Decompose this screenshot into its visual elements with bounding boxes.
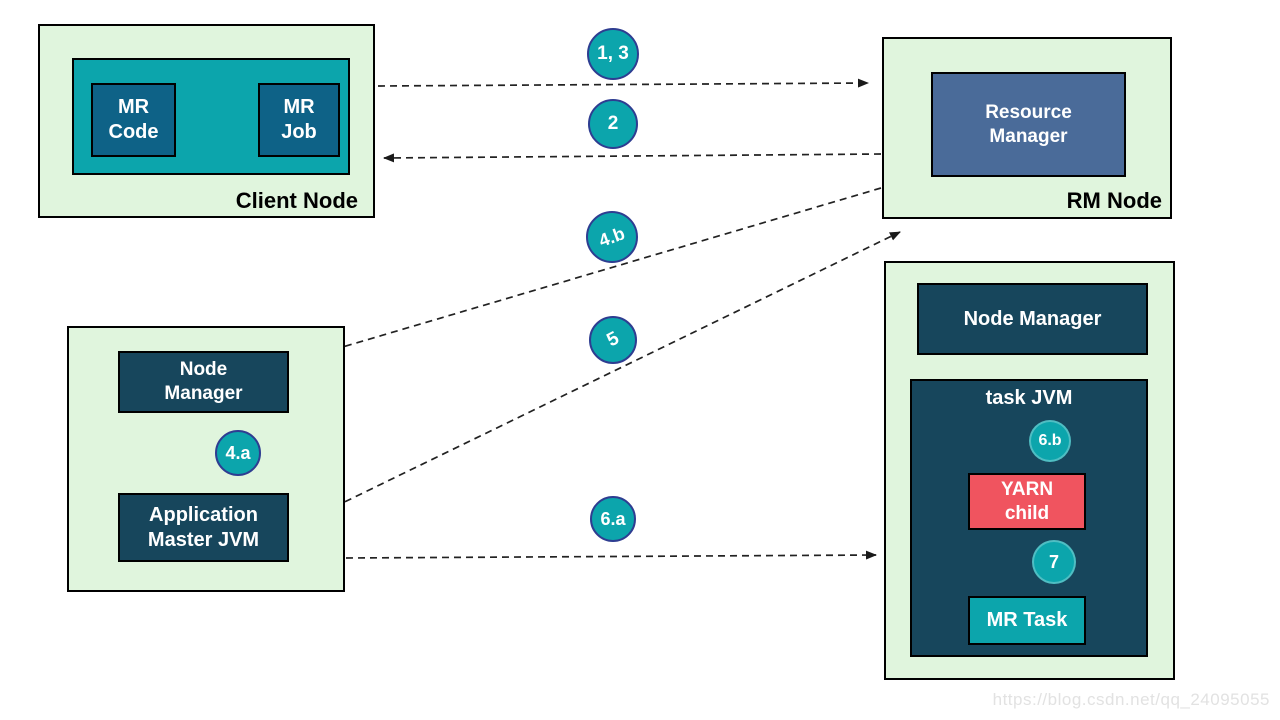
- step-5-badge: 5: [589, 316, 637, 364]
- step-7-badge: 7: [1032, 540, 1076, 584]
- step-6b-label: 6.b: [1038, 432, 1062, 449]
- step-5-label: 5: [603, 327, 623, 352]
- task-jvm-title: task JVM: [985, 387, 1073, 409]
- application-master-label: Application Master JVM: [147, 503, 260, 551]
- arrow-step-6a: [345, 550, 877, 560]
- node-manager-box: Node Manager: [118, 351, 289, 413]
- resource-manager-box: Resource Manager: [931, 72, 1126, 177]
- rm-node-panel: Resource Manager RM Node: [882, 37, 1172, 219]
- yarn-child-label: YARN child: [1000, 478, 1054, 524]
- step-4b-label: 4.b: [596, 222, 628, 251]
- rm-node-title: RM Node: [1066, 188, 1162, 213]
- task-node-panel: Node Manager task JVM 6.b YARN child 7 M…: [884, 261, 1175, 680]
- client-process-container: MR Code MR Job: [72, 58, 350, 175]
- mr-code-label: MR Code: [108, 96, 159, 143]
- yarn-child-box: YARN child: [968, 473, 1086, 530]
- node-manager-label: Node Manager: [164, 359, 243, 404]
- step-1-3-badge: 1, 3: [587, 28, 639, 80]
- client-node-panel: MR Code MR Job Client Node: [38, 24, 375, 218]
- arrow-step-5: [290, 231, 901, 529]
- step-2-label: 2: [607, 113, 619, 134]
- resource-manager-label: Resource Manager: [985, 101, 1072, 147]
- mr-code-box: MR Code: [91, 83, 176, 157]
- app-master-node-panel: Node Manager 4.a Application Master JVM: [67, 326, 345, 592]
- step-6b-badge: 6.b: [1029, 420, 1071, 462]
- step-7-label: 7: [1048, 551, 1059, 572]
- step-4b-badge: 4.b: [586, 211, 638, 263]
- mr-task-label: MR Task: [986, 609, 1068, 631]
- arrow-step-2: [383, 153, 882, 163]
- step-1-3-label: 1, 3: [597, 43, 629, 64]
- arrow-step-1-3: [377, 78, 869, 88]
- client-node-title: Client Node: [235, 188, 358, 213]
- task-node-manager-label: Node Manager: [963, 307, 1102, 330]
- mr-task-box: MR Task: [968, 596, 1086, 645]
- mr-job-box: MR Job: [258, 83, 340, 157]
- task-node-manager-box: Node Manager: [917, 283, 1148, 355]
- csdn-watermark: https://blog.csdn.net/qq_24095055: [992, 690, 1270, 709]
- step-6a-badge: 6.a: [590, 496, 636, 542]
- step-4a-label: 4.a: [225, 442, 251, 463]
- step-4a-badge: 4.a: [215, 430, 261, 476]
- application-master-box: Application Master JVM: [118, 493, 289, 562]
- task-jvm-box: task JVM 6.b YARN child 7 MR Task: [910, 379, 1148, 657]
- mr-job-label: MR Job: [281, 96, 317, 143]
- step-6a-label: 6.a: [600, 508, 626, 529]
- step-2-badge: 2: [588, 99, 638, 149]
